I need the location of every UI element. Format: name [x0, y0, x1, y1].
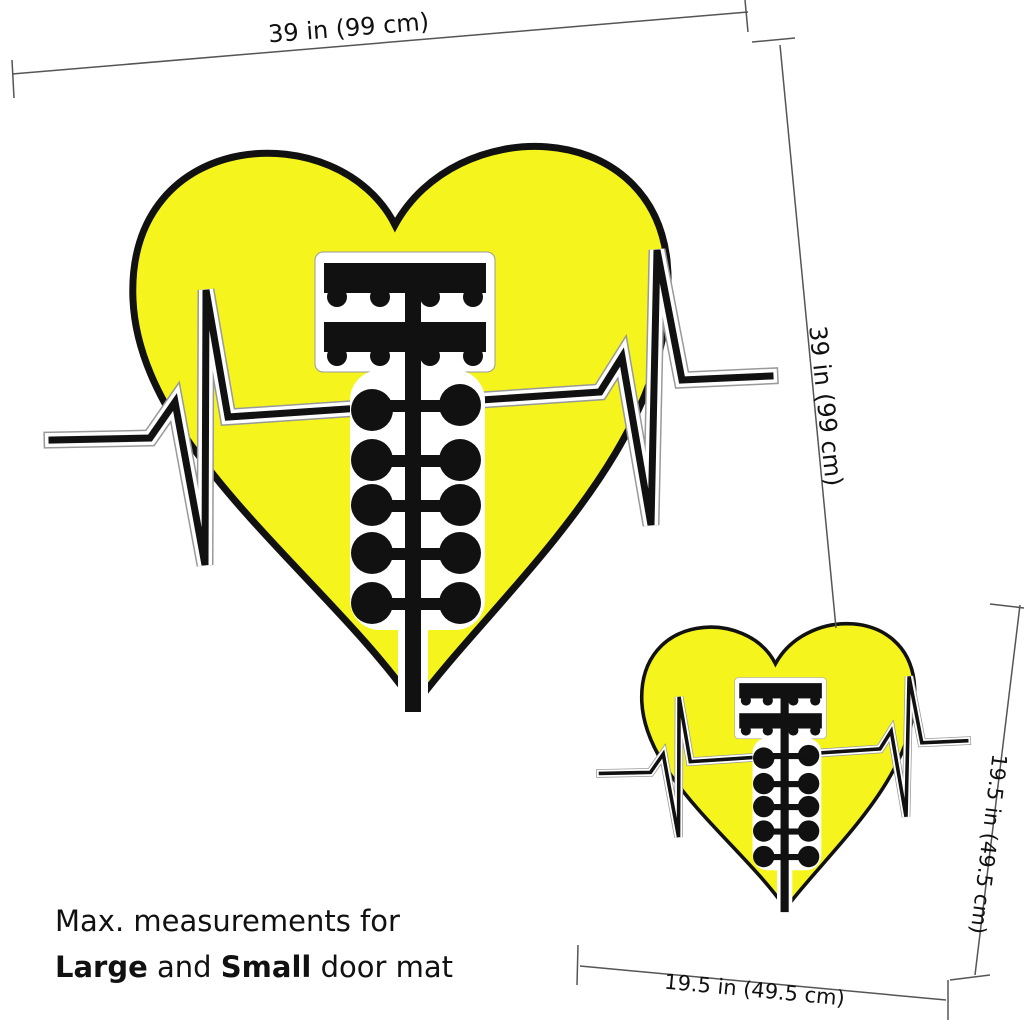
dimension-lines — [11, 0, 1024, 1020]
caption-line2: Large and Small door mat — [55, 944, 453, 990]
large-door-mat — [52, 146, 770, 718]
caption-suffix: door mat — [320, 950, 453, 984]
caption: Max. measurements for Large and Small do… — [55, 898, 453, 990]
small-door-mat — [601, 624, 967, 916]
caption-large: Large — [55, 950, 148, 984]
caption-small: Small — [220, 950, 312, 984]
caption-line1: Max. measurements for — [55, 904, 400, 938]
caption-and: and — [157, 950, 212, 984]
